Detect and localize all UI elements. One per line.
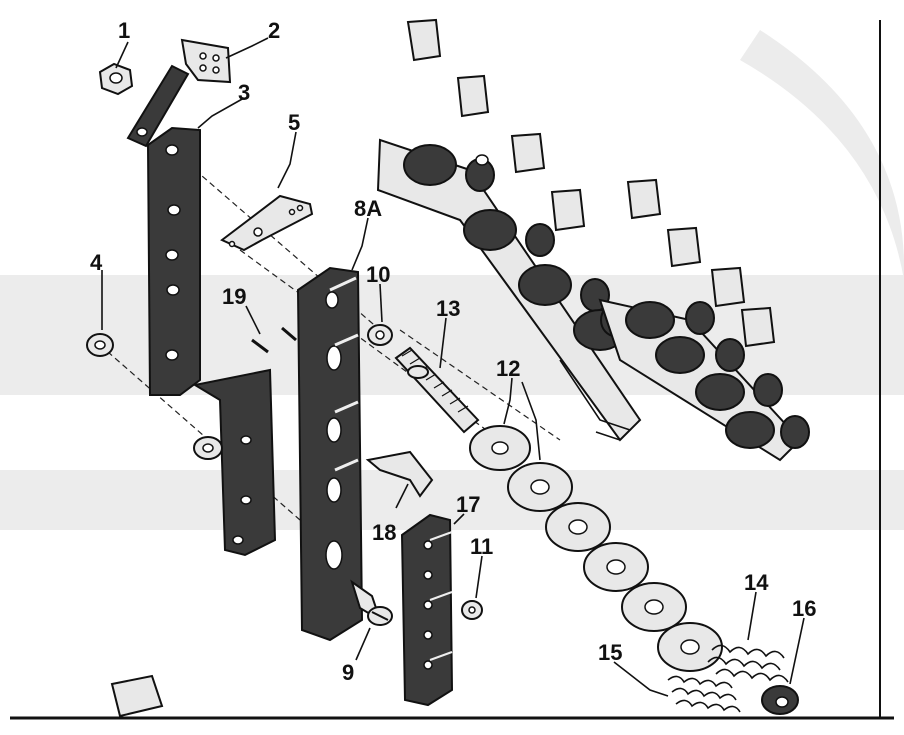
part-2-bracket [126,38,232,148]
callout-15: 15 [598,640,622,665]
main-tension-assembly [376,18,810,462]
assembly-axis-upper [171,149,381,331]
bottom-left-tab [110,674,164,718]
callout-13: 13 [436,296,460,321]
watermark [0,30,904,530]
callout-1: 1 [118,18,130,43]
part-13-threaded-shaft [394,346,480,434]
part-3-long-plate [146,126,277,557]
assembly-axis-shaft [239,249,501,441]
part-19-small-screws [251,326,297,354]
part-14-spring [707,644,789,683]
callout-17: 17 [456,492,480,517]
callout-18: 18 [372,520,396,545]
part-17-small-plate [400,513,454,707]
tension-unit-row-2 [625,301,810,449]
part-16-knurled-knob [761,685,799,715]
callout-9: 9 [342,660,354,685]
leader-lines [101,37,805,697]
callout-8a: 8A [354,196,382,221]
part-10-nut [367,324,393,346]
callout-10: 10 [366,262,390,287]
part-1-hex-nut [98,62,134,96]
callout-19: 19 [222,284,246,309]
callout-14: 14 [744,570,769,595]
callout-4: 4 [90,250,103,275]
callout-16: 16 [792,596,816,621]
part-8a-middle-plate [296,266,364,642]
callout-labels: 1 2 3 4 5 8A 9 10 11 12 13 14 15 16 17 1… [90,18,816,685]
callout-3: 3 [238,80,250,105]
part-9-screw [350,579,393,626]
guide-wire [559,359,632,441]
part-15-spring [667,675,741,713]
assembly-axis-bolt [399,329,561,441]
plate-washer [193,436,223,460]
part-4-washer [86,333,114,357]
part-11-nut [461,600,483,620]
callout-11: 11 [470,534,493,559]
part-5-small-lever [220,194,314,252]
callout-5: 5 [288,110,300,135]
callout-12: 12 [496,356,520,381]
callout-2: 2 [268,18,280,43]
part-12-disc-stack [469,425,723,672]
part-18-clip [365,450,434,498]
thread-guide-tabs [406,18,776,348]
